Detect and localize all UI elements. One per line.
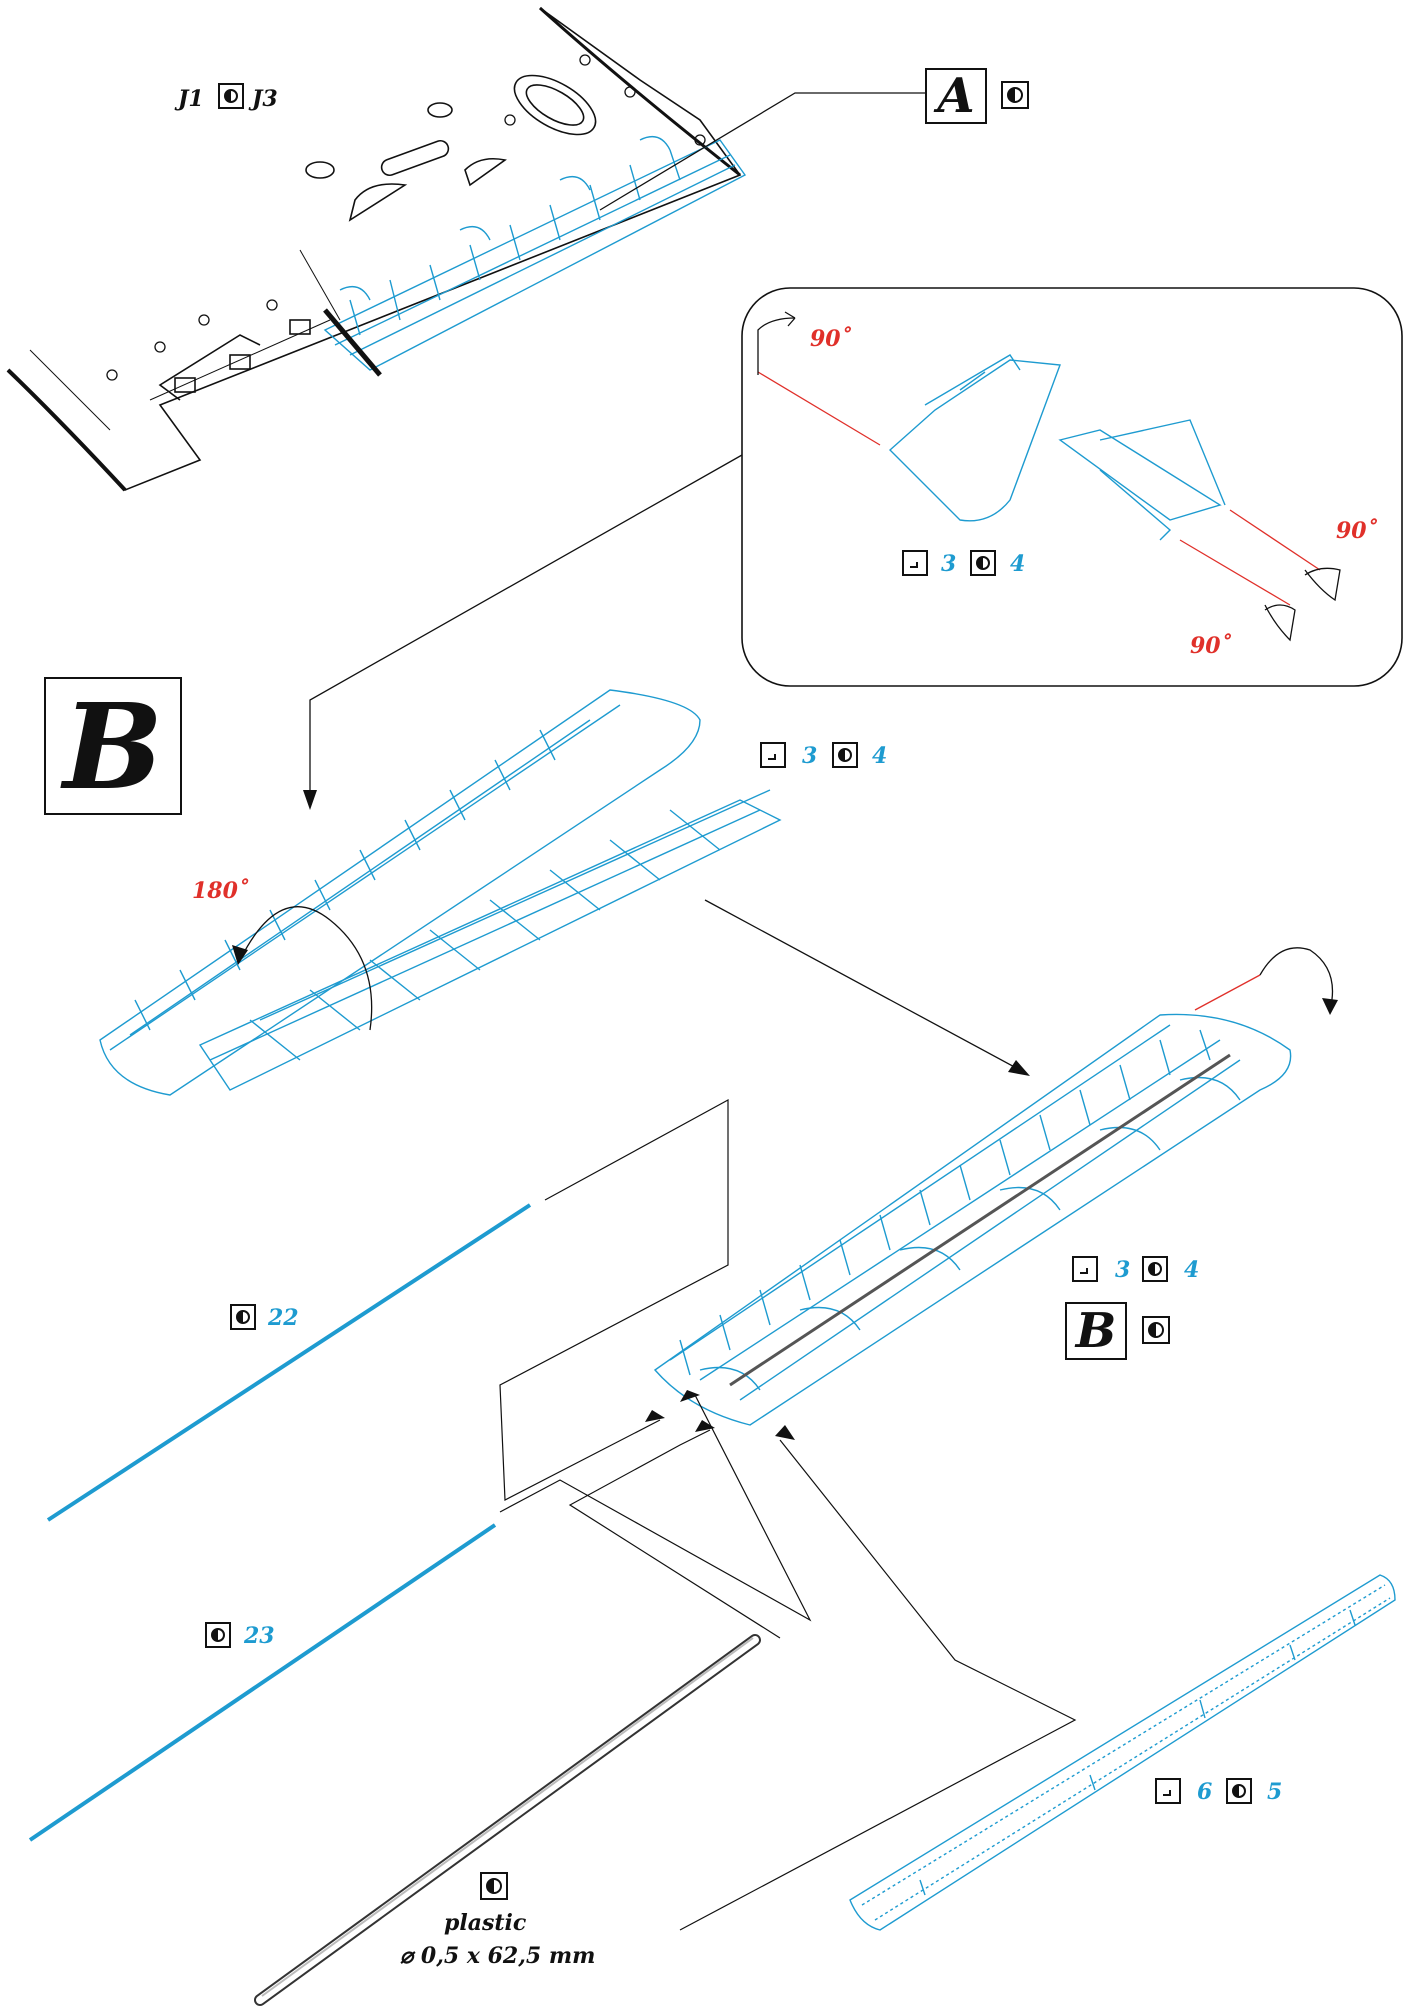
photo-etch-icon [832, 742, 858, 768]
assembled-fold-arrow [1259, 947, 1334, 1011]
stage-b-fold-arrow [239, 906, 373, 1031]
bend-icon [1072, 1256, 1098, 1282]
assembled-fold-line [1194, 974, 1261, 1011]
photo-etch-icon [480, 1872, 508, 1900]
rod-leaders [499, 1098, 1077, 1931]
step-b-box: B [44, 676, 182, 816]
cover-part [849, 1574, 1396, 1931]
inset-fold-arrows [757, 311, 1341, 642]
photo-etch-icon [205, 1622, 231, 1648]
assembled-b-box: B [1065, 1302, 1127, 1360]
step-b-label: B [63, 676, 163, 816]
inset-frame [741, 287, 1403, 687]
bend-icon [760, 742, 786, 768]
ref-label-j3: J3 [252, 86, 278, 112]
arrow-b-to-assembled [704, 899, 1021, 1071]
cover-part-bend: 6 [1197, 1779, 1213, 1805]
rod-22 [46, 1203, 532, 1522]
bend-icon [902, 550, 928, 576]
inset-angle-top: 90˚ [810, 326, 852, 352]
stage-b-fold-angle: 180˚ [192, 878, 249, 904]
photo-etch-icon [230, 1304, 256, 1330]
stage-b-flap [99, 689, 782, 1096]
inset-angle-right: 90˚ [1336, 518, 1378, 544]
cover-part-pe: 5 [1267, 1779, 1283, 1805]
assembled-b-label: B [1075, 1303, 1117, 1359]
bend-icon [1155, 1778, 1181, 1804]
ref-label-j1: J1 [178, 86, 204, 112]
assembled-part-bend: 3 [1115, 1257, 1131, 1283]
rod-22-label: 22 [268, 1305, 299, 1331]
photo-etch-icon [1001, 81, 1029, 109]
rod-23-label: 23 [244, 1623, 275, 1649]
step-a-box: A [925, 68, 987, 124]
inset-flap [888, 354, 1226, 541]
plastic-material: plastic [444, 1910, 527, 1936]
rod-23 [28, 1523, 497, 1842]
rod-arrowheads [645, 1390, 795, 1440]
stage-b-part-pe: 4 [872, 743, 888, 769]
inset-part-bend: 3 [941, 551, 957, 577]
photo-etch-icon [1142, 1316, 1170, 1344]
wing-flap-frame [323, 136, 747, 371]
wing-hatches [158, 74, 597, 401]
assembled-part-pe: 4 [1184, 1257, 1200, 1283]
wing-holes [106, 54, 706, 381]
inset-angle-bottom: 90˚ [1190, 633, 1232, 659]
photo-etch-icon [218, 83, 244, 109]
inset-part-pe: 4 [1010, 551, 1026, 577]
step-a-label: A [937, 68, 975, 124]
photo-etch-icon [1142, 1256, 1168, 1282]
photo-etch-icon [1226, 1778, 1252, 1804]
arrow-inset-to-b [309, 454, 743, 800]
wing-flap-hinge [323, 308, 382, 377]
wing-outline [6, 6, 742, 492]
plastic-dimensions: ⌀ 0,5 x 62,5 mm [400, 1943, 596, 1969]
assembled-flap [653, 1013, 1292, 1426]
assembled-flap-dark [729, 1053, 1231, 1387]
leader-a [599, 92, 925, 211]
photo-etch-icon [970, 550, 996, 576]
inset-fold-lines [757, 371, 1321, 606]
stage-b-part-bend: 3 [802, 743, 818, 769]
